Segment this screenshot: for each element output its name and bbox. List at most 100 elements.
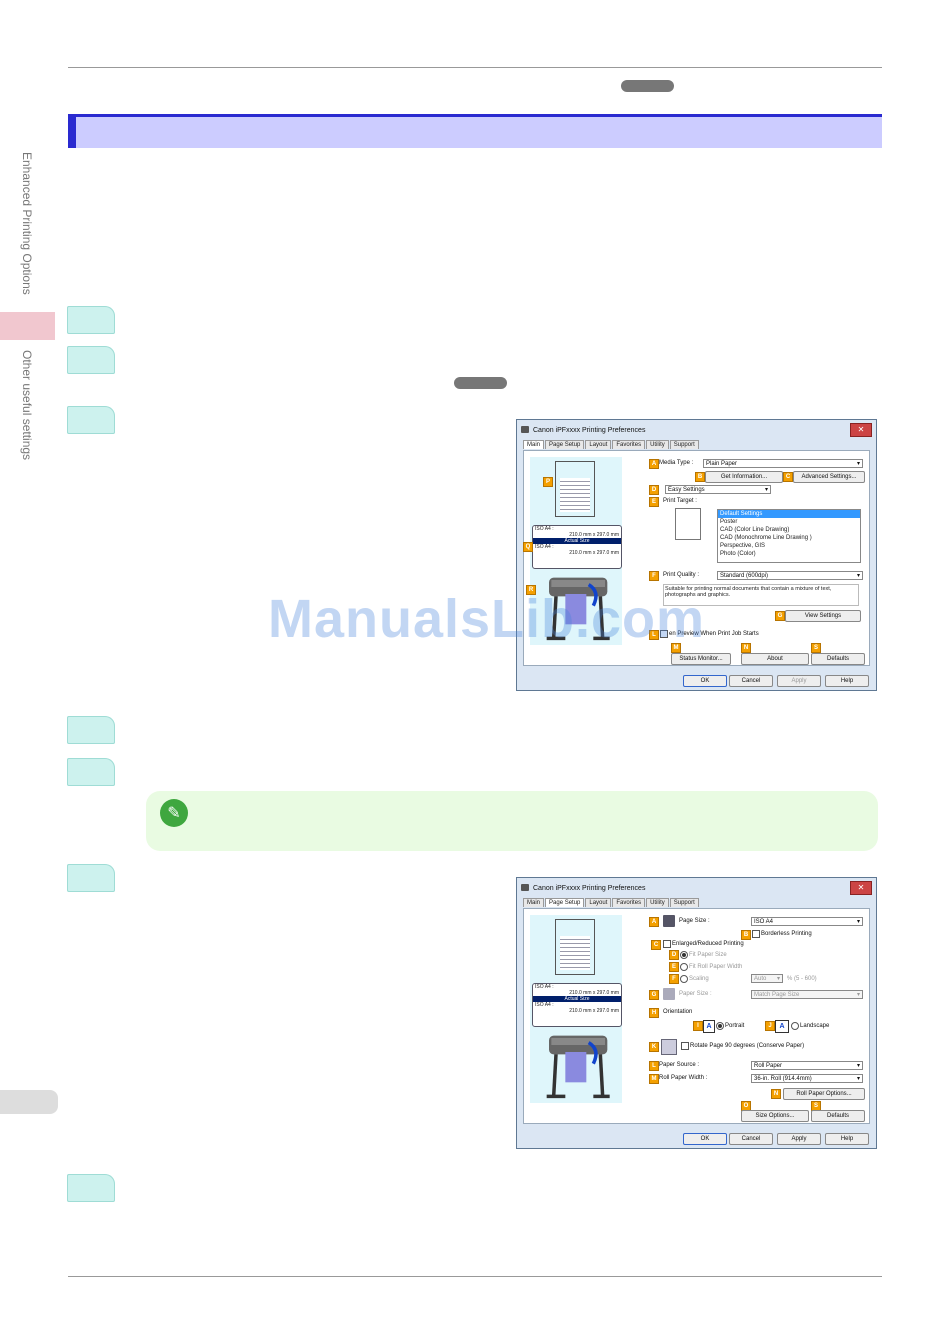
help-button[interactable]: Help <box>825 675 869 687</box>
sidebar-bottom-tab[interactable] <box>0 1090 58 1114</box>
badge-l: L <box>649 1061 659 1071</box>
printer-icon <box>521 426 529 433</box>
size-bot-dim: 210.0 mm x 297.0 mm <box>569 1008 619 1014</box>
page-size-icon <box>663 915 675 927</box>
rotate-checkbox[interactable] <box>681 1042 689 1050</box>
tab-favorites[interactable]: Favorites <box>612 898 646 907</box>
portrait-radio[interactable] <box>716 1022 724 1030</box>
sidebar-label-other[interactable]: Other useful settings <box>20 350 34 461</box>
scaling-radio[interactable] <box>680 975 688 983</box>
page-size-label: Page Size : <box>679 918 710 924</box>
cancel-button[interactable]: Cancel <box>729 1133 773 1145</box>
settings-preview-panel: ISO A4 : 210.0 mm x 297.0 mm Actual Size… <box>530 915 622 1103</box>
size-bot-label: ISO A4 : <box>535 1002 554 1008</box>
paper-size-select[interactable]: Match Page Size <box>751 990 863 1000</box>
page-size-select[interactable]: ISO A4 <box>751 917 863 927</box>
bottom-rule <box>68 1276 882 1277</box>
sidebar-label-enhanced[interactable]: Enhanced Printing Options <box>20 152 34 295</box>
orientation-label: Orientation <box>663 1009 693 1015</box>
badge-e: E <box>669 962 679 972</box>
close-icon[interactable]: ✕ <box>850 881 872 895</box>
quality-description: Suitable for printing normal documents t… <box>663 584 859 606</box>
tab-main[interactable]: Main <box>523 440 545 449</box>
step-marker-3 <box>67 406 115 434</box>
media-type-select[interactable]: Plain Paper <box>703 459 863 469</box>
print-target-label: Print Target : <box>663 498 697 504</box>
get-information-button[interactable]: Get Information... <box>705 471 783 483</box>
cancel-button[interactable]: Cancel <box>729 675 773 687</box>
tab-utility[interactable]: Utility <box>646 898 669 907</box>
roll-paper-options-button[interactable]: Roll Paper Options... <box>783 1088 865 1100</box>
fit-roll-label: Fit Roll Paper Width <box>689 964 743 970</box>
page-preview-thumbnail <box>555 919 595 975</box>
help-button[interactable]: Help <box>825 1133 869 1145</box>
actual-size-bar: Actual Size <box>533 996 621 1002</box>
step-marker-2 <box>67 346 115 374</box>
landscape-label: Landscape <box>800 1023 830 1029</box>
tab-layout[interactable]: Layout <box>585 898 612 907</box>
badge-d: D <box>649 485 659 495</box>
list-item[interactable]: Poster <box>720 519 738 525</box>
portrait-icon: A <box>703 1020 715 1033</box>
enlarged-label: Enlarged/Reduced Printing <box>672 941 744 947</box>
print-target-list[interactable]: Default Settings Poster CAD (Color Line … <box>717 509 861 563</box>
badge-d: D <box>669 950 679 960</box>
apply-button[interactable]: Apply <box>777 1133 821 1145</box>
pencil-note-icon: ✎ <box>160 799 188 827</box>
sidebar-active-tab <box>0 312 55 340</box>
step-marker-6 <box>67 864 115 892</box>
enlarged-checkbox[interactable] <box>663 940 671 948</box>
print-quality-select[interactable]: Standard (600dpi) <box>717 571 863 581</box>
size-options-button[interactable]: Size Options... <box>741 1110 809 1122</box>
borderless-checkbox[interactable] <box>752 930 760 938</box>
apply-button[interactable]: Apply <box>777 675 821 687</box>
list-item[interactable]: CAD (Monochrome Line Drawing ) <box>720 535 812 541</box>
size-top-label: ISO A4 : <box>535 526 554 532</box>
list-item[interactable]: Perspective, GIS <box>720 543 766 549</box>
tab-page-setup[interactable]: Page Setup <box>545 898 585 907</box>
settings-preview-panel: ISO A4 : 210.0 mm x 297.0 mm Actual Size… <box>530 457 622 645</box>
badge-k: K <box>649 1042 659 1052</box>
ok-button[interactable]: OK <box>683 1133 727 1145</box>
landscape-radio[interactable] <box>791 1022 799 1030</box>
tab-main[interactable]: Main <box>523 898 545 907</box>
badge-g: G <box>775 611 785 621</box>
list-item[interactable]: Default Settings <box>718 510 860 518</box>
tab-support[interactable]: Support <box>669 898 699 907</box>
view-settings-button[interactable]: View Settings <box>785 610 861 622</box>
badge-c: C <box>783 472 793 482</box>
list-item[interactable]: CAD (Color Line Drawing) <box>720 527 790 533</box>
fit-roll-radio[interactable] <box>680 963 688 971</box>
badge-l: L <box>649 630 659 640</box>
tab-layout[interactable]: Layout <box>585 440 612 449</box>
tab-utility[interactable]: Utility <box>646 440 669 449</box>
dialog-title: Canon iPFxxxx Printing Preferences <box>533 426 646 434</box>
badge-r: R <box>526 585 536 595</box>
paper-size-label: Paper Size : <box>679 991 712 997</box>
tab-page-setup[interactable]: Page Setup <box>545 440 585 449</box>
fit-paper-radio[interactable] <box>680 951 688 959</box>
paper-source-select[interactable]: Roll Paper <box>751 1061 863 1071</box>
status-monitor-button[interactable]: Status Monitor... <box>671 653 731 665</box>
preview-checkbox[interactable] <box>660 630 668 638</box>
advanced-settings-button[interactable]: Advanced Settings... <box>793 471 865 483</box>
step-marker-5 <box>67 758 115 786</box>
badge-a: A <box>649 459 659 469</box>
defaults-button[interactable]: Defaults <box>811 653 865 665</box>
badge-s: S <box>811 643 821 653</box>
roll-width-select[interactable]: 36-in. Roll (914.4mm) <box>751 1074 863 1084</box>
badge-b: B <box>695 472 705 482</box>
close-icon[interactable]: ✕ <box>850 423 872 437</box>
ok-button[interactable]: OK <box>683 675 727 687</box>
tab-support[interactable]: Support <box>669 440 699 449</box>
list-item[interactable]: Photo (Color) <box>720 551 756 557</box>
easy-settings-select[interactable]: Easy Settings <box>665 485 771 495</box>
badge-i: I <box>693 1021 703 1031</box>
tab-favorites[interactable]: Favorites <box>612 440 646 449</box>
scaling-value-input[interactable]: Auto <box>751 974 783 984</box>
about-button[interactable]: About <box>741 653 809 665</box>
badge-g: G <box>649 990 659 1000</box>
size-bot-dim: 210.0 mm x 297.0 mm <box>569 550 619 556</box>
defaults-button[interactable]: Defaults <box>811 1110 865 1122</box>
page-preview-thumbnail <box>555 461 595 517</box>
